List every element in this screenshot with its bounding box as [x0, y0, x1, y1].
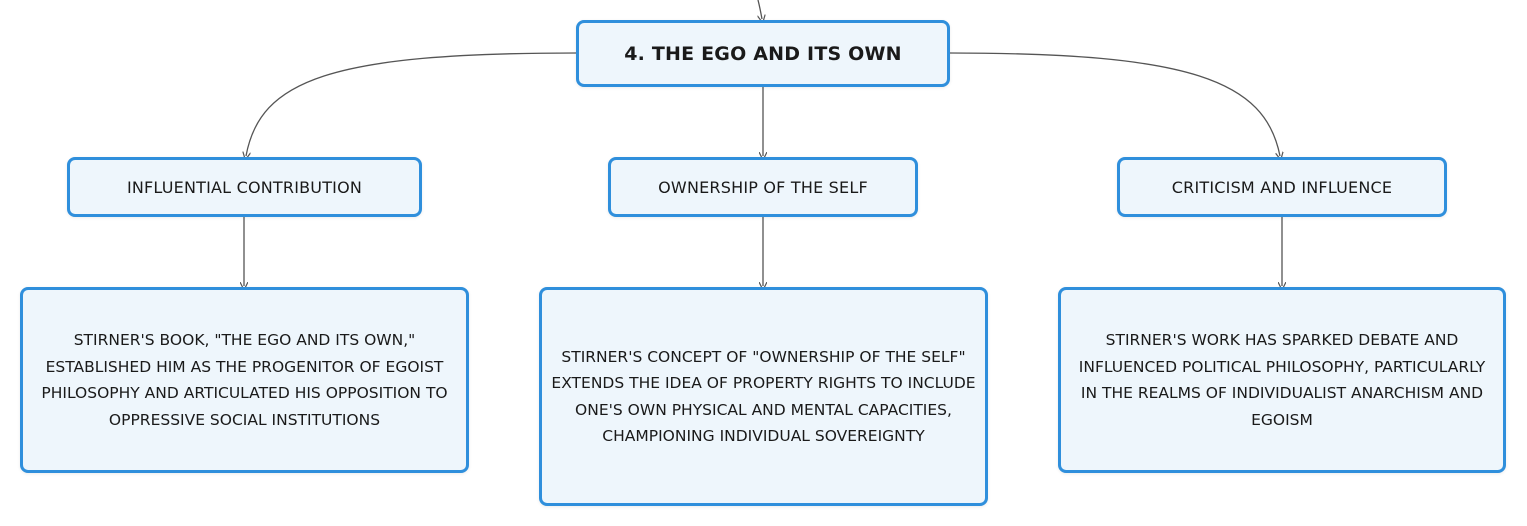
detail-ownership-of-the-self[interactable]: STIRNER'S CONCEPT OF "OWNERSHIP OF THE S… — [539, 287, 988, 506]
root-topic-node[interactable]: 4. THE EGO AND ITS OWN — [576, 20, 950, 87]
detail-text: STIRNER'S BOOK, "THE EGO AND ITS OWN," E… — [41, 331, 448, 429]
subtopic-label: CRITICISM AND INFLUENCE — [1171, 177, 1393, 197]
detail-text: STIRNER'S WORK HAS SPARKED DEBATE AND IN… — [1078, 331, 1486, 429]
subtopic-ownership-of-the-self[interactable]: OWNERSHIP OF THE SELF — [608, 157, 918, 217]
connector-root-to-criticism — [949, 52, 1280, 156]
subtopic-influential-contribution[interactable]: INFLUENTIAL CONTRIBUTION — [67, 157, 422, 217]
detail-influential-contribution[interactable]: STIRNER'S BOOK, "THE EGO AND ITS OWN," E… — [20, 287, 469, 473]
connector-root-to-influential — [246, 52, 577, 156]
subtopic-label: INFLUENTIAL CONTRIBUTION — [126, 177, 363, 197]
detail-text: STIRNER'S CONCEPT OF "OWNERSHIP OF THE S… — [551, 347, 976, 446]
incoming-connector — [758, 0, 762, 19]
root-topic-label: 4. THE EGO AND ITS OWN — [624, 42, 902, 65]
subtopic-label: OWNERSHIP OF THE SELF — [658, 177, 868, 197]
detail-criticism-and-influence[interactable]: STIRNER'S WORK HAS SPARKED DEBATE AND IN… — [1058, 287, 1506, 473]
subtopic-criticism-and-influence[interactable]: CRITICISM AND INFLUENCE — [1117, 157, 1447, 217]
